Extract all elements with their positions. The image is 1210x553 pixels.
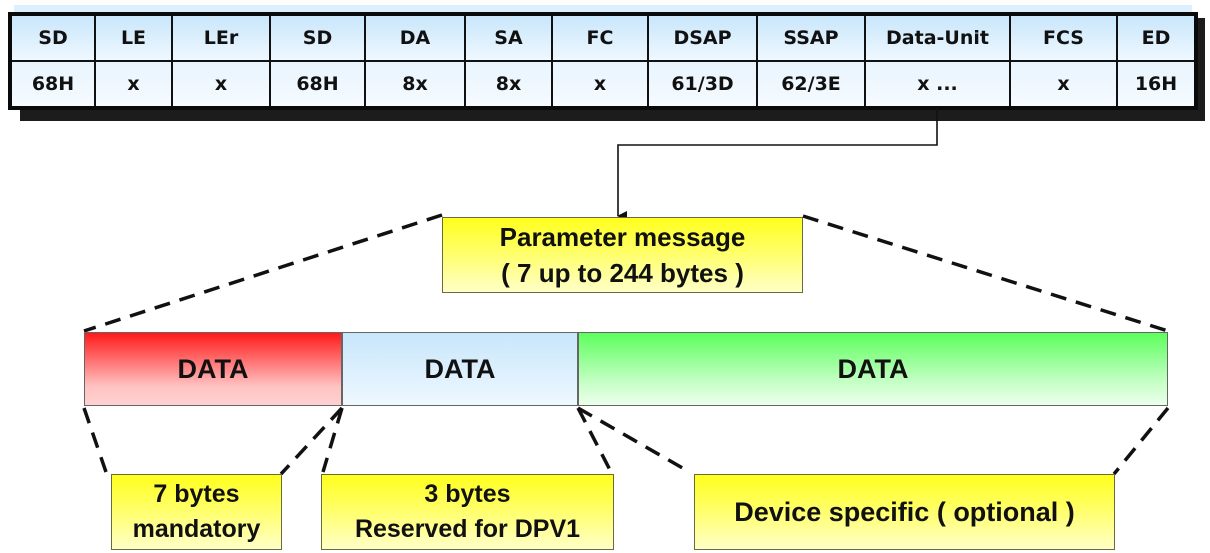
header-le: LE xyxy=(94,13,173,62)
frame-value-row: 68H x x 68H 8x 8x x 61/3D 62/3E x ... x … xyxy=(9,60,1197,109)
header-sa: SA xyxy=(464,13,553,62)
value-dsap: 61/3D xyxy=(647,60,758,109)
value-da: 8x xyxy=(364,60,466,109)
data-segment-device-specific: DATA xyxy=(578,332,1168,406)
value-ssap: 62/3E xyxy=(756,60,866,109)
value-ed: 16H xyxy=(1116,60,1197,109)
value-ler: x xyxy=(171,60,271,109)
value-sd: 68H xyxy=(9,60,96,109)
dash-red-right xyxy=(279,406,344,476)
header-data-unit: Data-Unit xyxy=(864,13,1011,62)
header-fcs: FCS xyxy=(1009,13,1118,62)
value-fc: x xyxy=(551,60,649,109)
value-sd-2: 68H xyxy=(269,60,366,109)
table-shadow-bottom xyxy=(20,107,1205,121)
header-da: DA xyxy=(364,13,466,62)
annotation-line: Device specific ( optional ) xyxy=(734,497,1075,527)
value-data-unit: x ... xyxy=(864,60,1011,109)
header-dsap: DSAP xyxy=(647,13,758,62)
data-segment-label: DATA xyxy=(837,353,909,384)
value-sa: 8x xyxy=(464,60,553,109)
data-unit-arrow xyxy=(617,108,938,221)
annotation-mandatory: 7 bytes mandatory xyxy=(111,474,282,550)
table-top-highlight xyxy=(14,5,1192,13)
header-sd-2: SD xyxy=(269,13,366,62)
value-fcs: x xyxy=(1009,60,1118,109)
data-segment-label: DATA xyxy=(424,353,496,384)
value-le: x xyxy=(94,60,173,109)
profibus-frame-table: SD LE LEr SD DA SA FC DSAP SSAP Data-Uni… xyxy=(8,12,1198,110)
header-sd: SD xyxy=(9,13,96,62)
parameter-message-size: ( 7 up to 244 bytes ) xyxy=(501,258,744,288)
annotation-device-specific: Device specific ( optional ) xyxy=(694,474,1115,550)
annotation-line: mandatory xyxy=(132,515,261,543)
header-ed: ED xyxy=(1116,13,1197,62)
annotation-line: 3 bytes xyxy=(424,480,511,508)
data-segment-label: DATA xyxy=(177,353,249,384)
annotation-line: 7 bytes xyxy=(153,480,240,508)
frame-header-row: SD LE LEr SD DA SA FC DSAP SSAP Data-Uni… xyxy=(9,13,1197,62)
header-ssap: SSAP xyxy=(756,13,866,62)
data-segment-mandatory: DATA xyxy=(84,332,342,406)
header-fc: FC xyxy=(551,13,649,62)
dash-blue-right xyxy=(576,407,612,471)
dash-param-right xyxy=(802,214,1169,333)
parameter-message-box: Parameter message ( 7 up to 244 bytes ) xyxy=(442,217,803,293)
dash-green-left xyxy=(577,406,687,472)
annotation-reserved-dpv1: 3 bytes Reserved for DPV1 xyxy=(321,474,614,550)
data-segment-reserved: DATA xyxy=(342,332,578,406)
annotation-line: Reserved for DPV1 xyxy=(354,515,581,543)
parameter-message-title: Parameter message xyxy=(499,222,746,252)
header-ler: LEr xyxy=(171,13,271,62)
dash-blue-left xyxy=(321,407,344,473)
dash-param-left xyxy=(83,213,443,333)
dash-green-right xyxy=(1112,406,1170,476)
dash-red-left xyxy=(82,407,108,473)
